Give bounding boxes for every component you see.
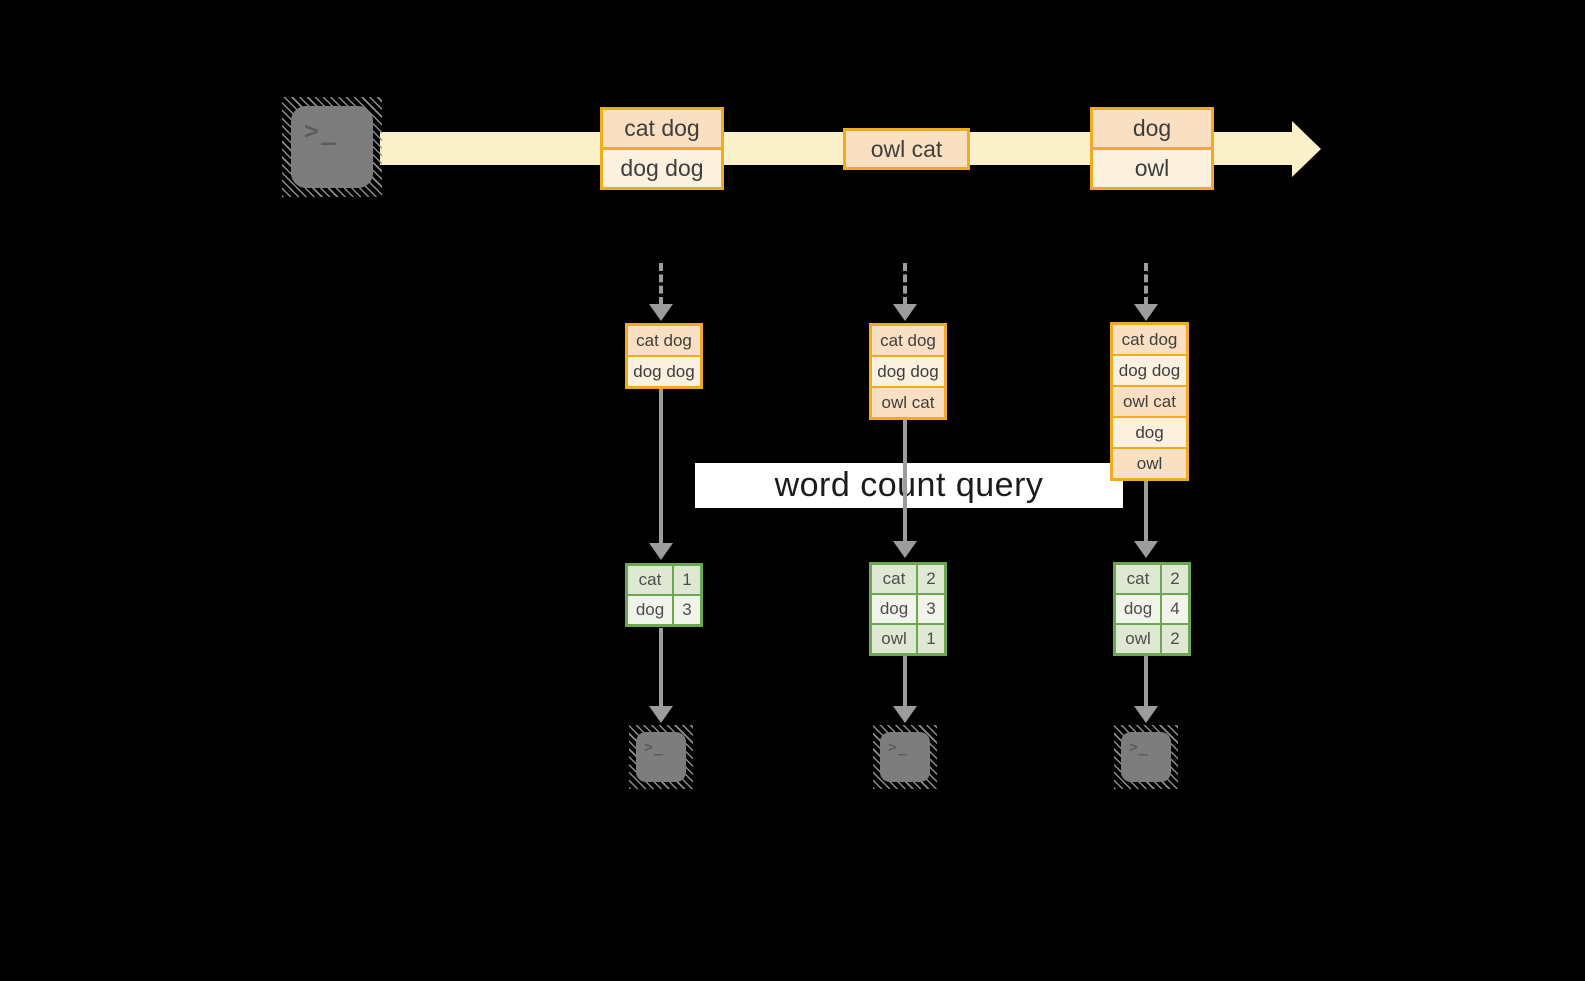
count-cell: 2 <box>1162 565 1188 593</box>
counts-table-3: cat 2 dog 4 owl 2 <box>1113 562 1191 656</box>
event-line: cat dog <box>603 110 721 150</box>
buffer-line: dog dog <box>628 357 700 386</box>
counts-table-1: cat 1 dog 3 <box>625 563 703 627</box>
count-cell: 3 <box>674 596 700 624</box>
event-line: owl <box>1093 150 1211 187</box>
output-terminal-icon-1: >_ <box>629 725 693 789</box>
ingest-arrow-icon-2 <box>893 263 917 321</box>
event-line: dog dog <box>603 150 721 187</box>
terminal-screen: >_ <box>880 732 930 782</box>
buffer-line: dog dog <box>1113 356 1186 387</box>
word-cell: owl <box>872 625 918 653</box>
table-row: owl 2 <box>1116 625 1188 653</box>
query-arrow-icon-3 <box>1134 481 1158 558</box>
word-cell: dog <box>628 596 674 624</box>
terminal-prompt-icon: >_ <box>644 738 665 756</box>
table-row: owl 1 <box>872 625 944 653</box>
buffer-line: owl cat <box>872 388 944 417</box>
stream-event-box-1: cat dog dog dog <box>600 107 724 190</box>
word-cell: cat <box>872 565 918 593</box>
terminal-screen: >_ <box>1121 732 1171 782</box>
counts-table-2: cat 2 dog 3 owl 1 <box>869 562 947 656</box>
buffer-line: cat dog <box>872 326 944 357</box>
arrow-head <box>649 543 673 560</box>
count-cell: 4 <box>1162 595 1188 623</box>
source-terminal-icon: >_ <box>282 97 382 197</box>
arrow-shaft <box>659 389 663 544</box>
count-cell: 2 <box>1162 625 1188 653</box>
buffer-line: dog dog <box>872 357 944 388</box>
word-cell: dog <box>872 595 918 623</box>
query-arrow-icon-2 <box>893 420 917 558</box>
count-cell: 2 <box>918 565 944 593</box>
buffer-stack-1: cat dog dog dog <box>625 323 703 389</box>
arrow-head <box>1134 706 1158 723</box>
count-cell: 3 <box>918 595 944 623</box>
word-cell: owl <box>1116 625 1162 653</box>
output-terminal-icon-3: >_ <box>1114 725 1178 789</box>
arrow-shaft <box>903 420 907 542</box>
buffer-line: dog <box>1113 418 1186 449</box>
output-terminal-icon-2: >_ <box>873 725 937 789</box>
arrow-head <box>893 304 917 321</box>
count-cell: 1 <box>918 625 944 653</box>
terminal-prompt-icon: >_ <box>888 738 909 756</box>
count-cell: 1 <box>674 566 700 594</box>
stream-arrowhead-icon <box>1292 121 1321 177</box>
arrow-shaft <box>1144 656 1148 707</box>
ingest-arrow-icon-3 <box>1134 263 1158 321</box>
table-row: dog 3 <box>628 596 700 624</box>
arrow-head <box>1134 541 1158 558</box>
table-row: dog 4 <box>1116 595 1188 625</box>
terminal-screen: >_ <box>636 732 686 782</box>
query-label: word count query <box>695 463 1123 508</box>
terminal-screen: >_ <box>291 106 373 188</box>
buffer-line: cat dog <box>1113 325 1186 356</box>
arrow-head <box>893 541 917 558</box>
arrow-shaft <box>903 656 907 707</box>
terminal-prompt-icon: >_ <box>304 116 339 145</box>
buffer-stack-2: cat dog dog dog owl cat <box>869 323 947 420</box>
stream-event-box-2: owl cat <box>843 128 970 170</box>
arrow-shaft <box>1144 481 1148 542</box>
output-arrow-icon-1 <box>649 628 673 723</box>
event-line: owl cat <box>846 131 967 167</box>
buffer-stack-3: cat dog dog dog owl cat dog owl <box>1110 322 1189 481</box>
table-row: dog 3 <box>872 595 944 625</box>
event-line: dog <box>1093 110 1211 150</box>
output-arrow-icon-2 <box>893 656 917 723</box>
word-cell: dog <box>1116 595 1162 623</box>
arrow-shaft <box>659 628 663 707</box>
arrow-shaft <box>1144 263 1148 305</box>
arrow-head <box>649 304 673 321</box>
terminal-prompt-icon: >_ <box>1129 738 1150 756</box>
arrow-head <box>1134 304 1158 321</box>
ingest-arrow-icon-1 <box>649 263 673 321</box>
arrow-shaft <box>903 263 907 305</box>
arrow-head <box>893 706 917 723</box>
table-row: cat 2 <box>872 565 944 595</box>
query-arrow-icon-1 <box>649 389 673 560</box>
table-row: cat 2 <box>1116 565 1188 595</box>
word-cell: cat <box>628 566 674 594</box>
word-cell: cat <box>1116 565 1162 593</box>
arrow-head <box>649 706 673 723</box>
buffer-line: owl cat <box>1113 387 1186 418</box>
table-row: cat 1 <box>628 566 700 596</box>
stream-event-box-3: dog owl <box>1090 107 1214 190</box>
buffer-line: owl <box>1113 449 1186 478</box>
arrow-shaft <box>659 263 663 305</box>
buffer-line: cat dog <box>628 326 700 357</box>
output-arrow-icon-3 <box>1134 656 1158 723</box>
